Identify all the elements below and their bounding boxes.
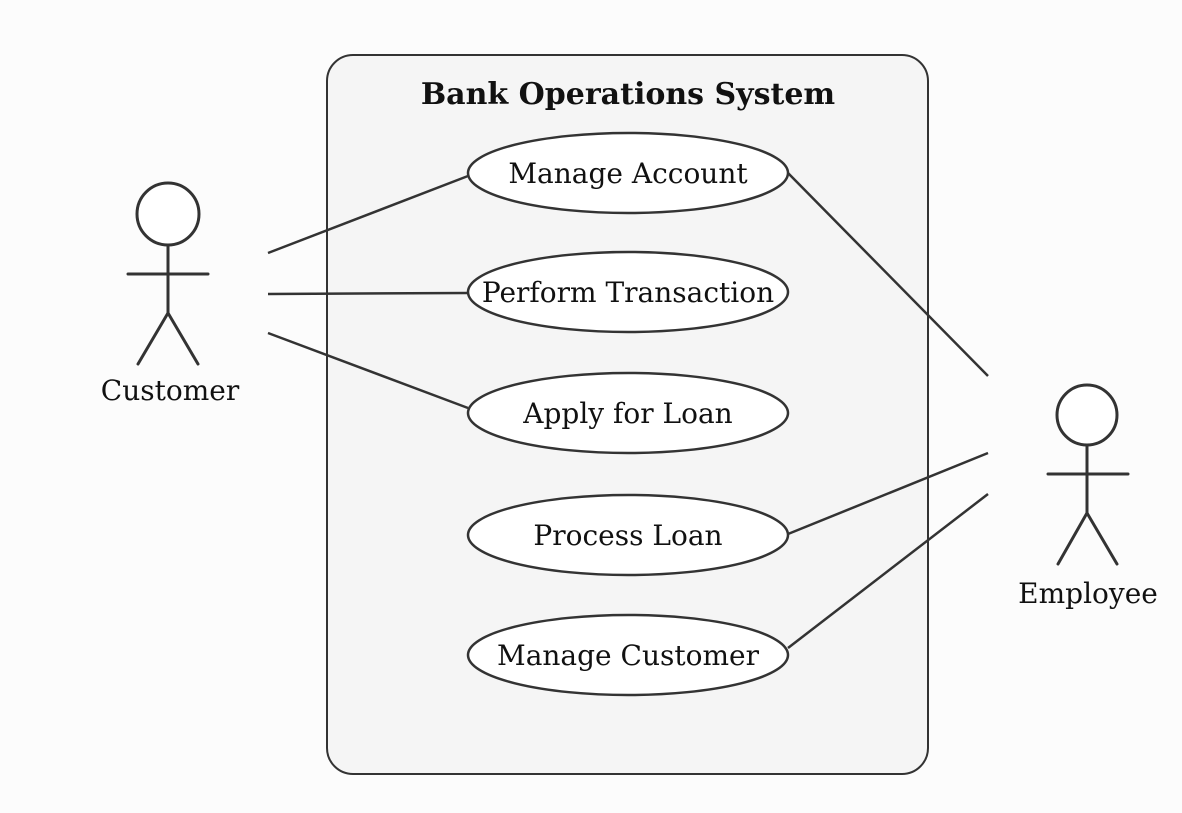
association-employee-process-loan [787,451,989,536]
actor-employee: Employee [1018,383,1158,610]
actor-head [135,181,201,247]
system-title: Bank Operations System [421,77,836,112]
use-case-manage-account: Manage Account [466,131,790,215]
use-case-ellipse [466,131,790,215]
customer-stick-figure-icon [126,181,210,366]
actor-left-leg [1056,511,1089,566]
use-case-process-loan: Process Loan [466,493,790,577]
actor-right-leg [1085,511,1119,566]
actor-customer: Customer [101,181,240,407]
use-case-ellipse [466,493,790,577]
association-customer-manage-account [267,174,469,255]
use-case-label: Perform Transaction [482,276,774,309]
use-case-label: Manage Customer [497,639,760,672]
actor-left-leg [136,311,170,366]
use-case-label: Apply for Loan [522,397,732,430]
employee-stick-figure-icon [1046,383,1130,566]
association-employee-manage-account [787,172,989,377]
association-customer-perform-transaction [267,291,469,296]
association-employee-manage-customer [787,493,989,649]
use-case-label: Manage Account [508,157,748,190]
use-case-ellipse [466,613,790,697]
actor-label: Employee [1018,577,1158,610]
use-case-perform-transaction: Perform Transaction [466,250,790,334]
association-customer-apply-for-loan [267,331,469,410]
use-case-manage-customer: Manage Customer [466,613,790,697]
use-case-apply-for-loan: Apply for Loan [466,371,790,455]
use-case-ellipse [466,371,790,455]
actor-label: Customer [101,374,240,407]
use-case-label: Process Loan [533,519,722,552]
use-case-ellipse [466,250,790,334]
actor-right-leg [166,311,200,366]
actor-head [1055,383,1119,447]
